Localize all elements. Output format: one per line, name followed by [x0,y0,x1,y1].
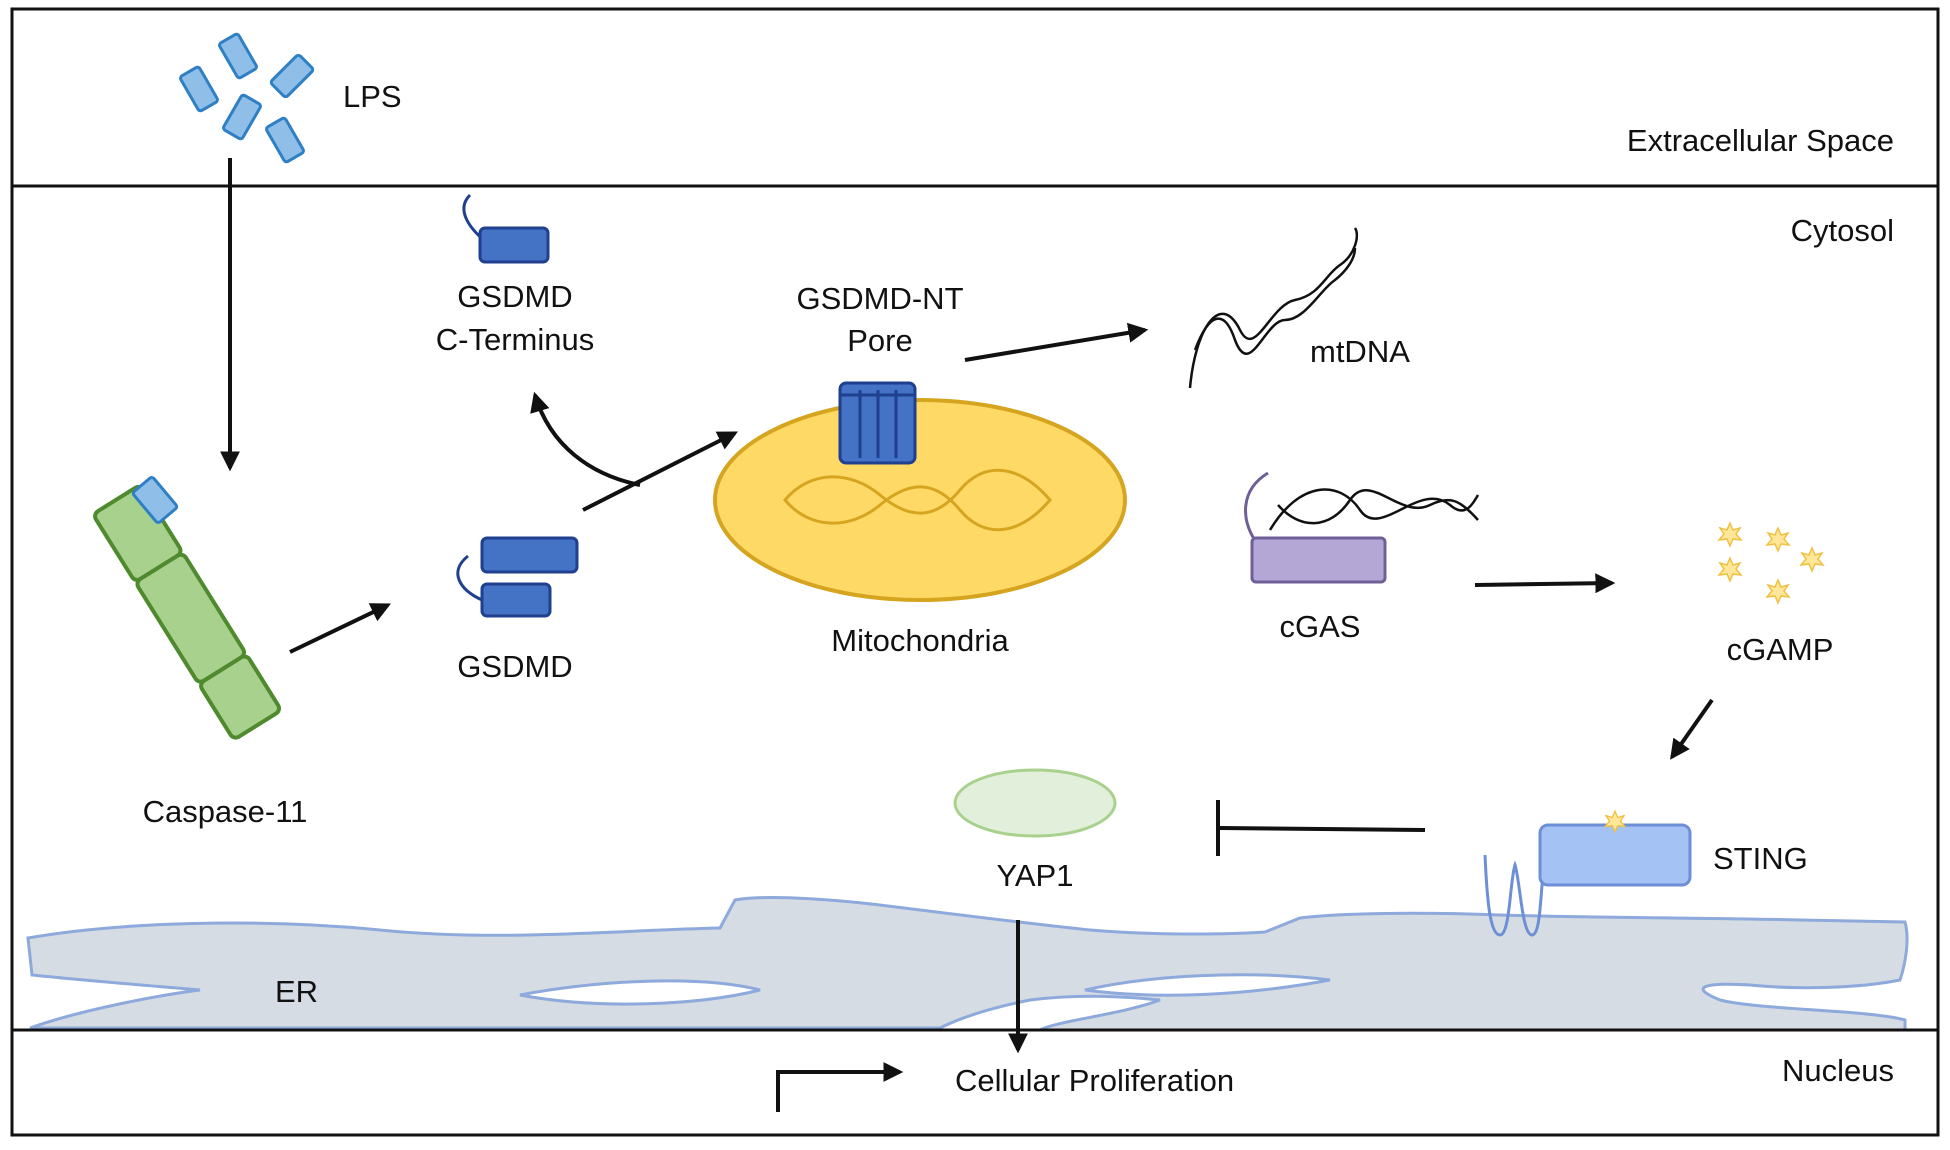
lps-label: LPS [343,79,402,114]
transcription-arrow-icon [776,1062,904,1112]
mtdna-label: mtDNA [1310,334,1410,369]
cytosol-label: Cytosol [1790,213,1894,248]
nucleus-label: Nucleus [1782,1053,1894,1088]
extracellular-space-label: Extracellular Space [1626,123,1894,158]
outer-frame [10,7,1940,1137]
gsdmd-label: GSDMD [457,649,573,684]
er-fold-center [1084,973,1331,997]
er-label: ER [275,974,319,1009]
caspase11-bound-lps-icon [131,476,179,524]
sting-icon [1483,810,1692,937]
gsdmd-nt-pore-icon [838,381,917,465]
sting-label: STING [1713,841,1808,876]
cgas-label: cGAS [1279,609,1361,644]
arrow-gsdmd-ct [530,391,641,487]
mitochondria-icon [713,398,1127,602]
cgas-icon [1244,471,1480,584]
cgamp-icon [1718,522,1824,604]
arrow-caspase-gsdmd [289,603,392,654]
arrow-cgamp-sting [1670,698,1714,760]
mitochondria-label: Mitochondria [831,623,1009,658]
er-fold-left [519,979,761,1006]
gsdmd-ct-label-line2: C-Terminus [435,322,595,357]
arrow-gsdmd-mito [582,431,738,512]
caspase11-label: Caspase-11 [142,794,308,829]
mitochondria-cristae [783,468,1052,532]
gsdmd-icon [456,536,579,618]
yap1-icon [953,768,1117,838]
cellular-proliferation-label: Cellular Proliferation [955,1063,1235,1098]
caspase11-icon [93,484,282,740]
lps-icon [179,32,315,164]
arrow-cgas-cgamp [1474,573,1616,594]
yap1-label: YAP1 [996,858,1074,893]
gsdmd-ct-icon [462,193,550,264]
gsdmd-nt-label-line1: GSDMD-NT [796,281,964,316]
gsdmd-ct-label-line1: GSDMD [457,279,573,314]
mtdna-icon [1188,227,1359,389]
arrow-pore-mtdna [964,322,1149,362]
cgamp-label: cGAMP [1726,632,1834,667]
inhibit-sting-yap1 [1219,826,1426,832]
gsdmd-nt-label-line2: Pore [847,323,913,358]
